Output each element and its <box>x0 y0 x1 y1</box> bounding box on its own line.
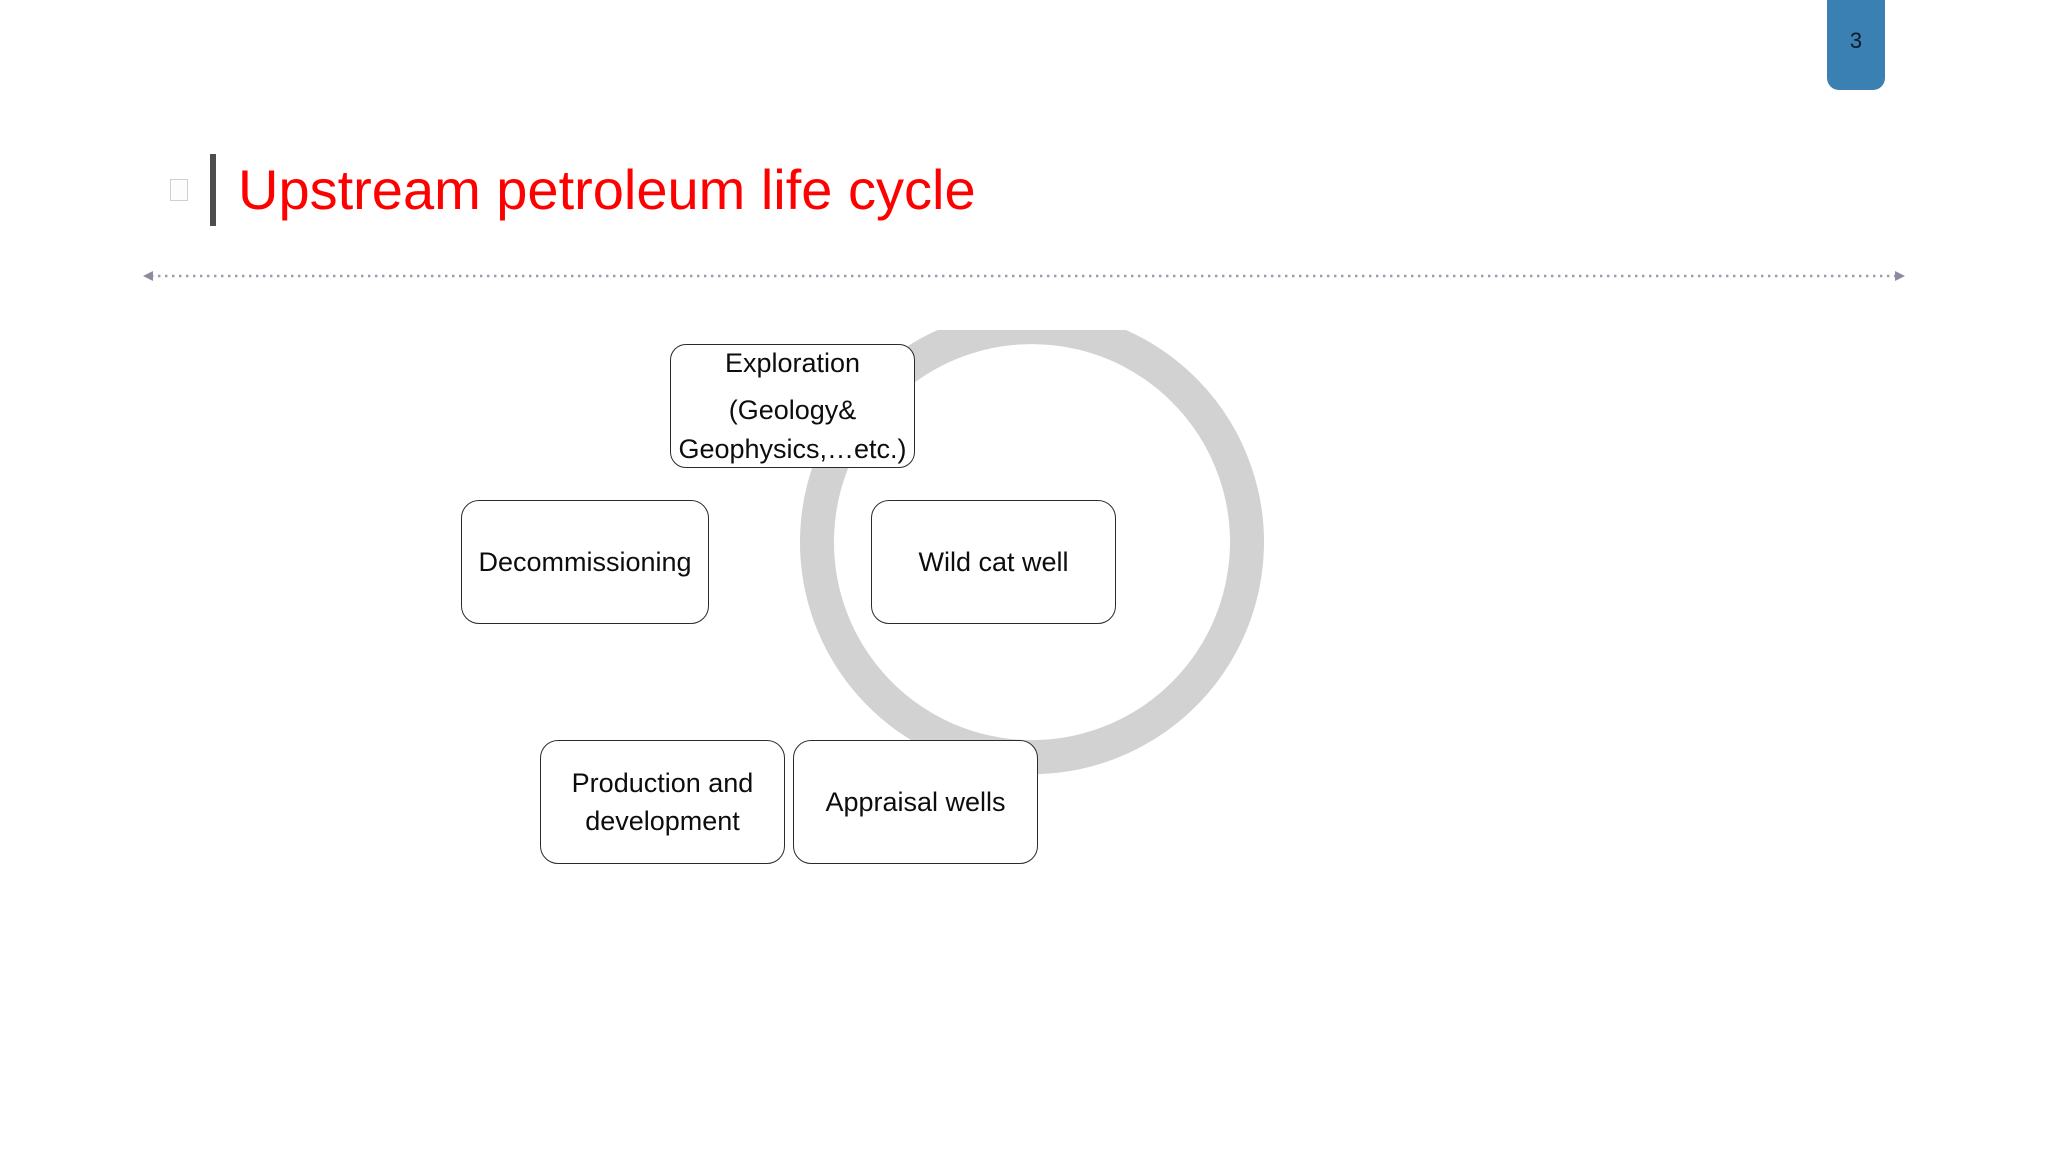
cycle-node-production-line-1: Production and <box>571 767 754 798</box>
missing-glyph-icon <box>170 179 188 201</box>
divider-right-arrow-icon <box>1895 271 1905 281</box>
cycle-node-production-line-2: development <box>585 806 740 836</box>
cycle-node-exploration-line-2: (Geology& <box>728 395 857 426</box>
slide-title-row: Upstream petroleum life cycle <box>170 150 976 230</box>
cycle-node-decommissioning-label: Decommissioning <box>478 546 692 577</box>
cycle-node-exploration-line-1: Exploration <box>724 348 861 379</box>
life-cycle-diagram: Exploration (Geology& Geophysics,…etc.) … <box>461 330 1460 1050</box>
title-divider <box>143 271 1905 281</box>
cycle-node-decommissioning[interactable]: Decommissioning <box>461 500 709 624</box>
page-title: Upstream petroleum life cycle <box>238 158 976 221</box>
cycle-node-exploration-line-3: Geophysics,…etc.) <box>678 433 907 464</box>
page-number-text: 3 <box>1849 28 1863 53</box>
cycle-node-wild-cat-well-label: Wild cat well <box>918 546 1069 577</box>
title-accent-bar <box>210 154 216 226</box>
divider-left-arrow-icon <box>143 271 153 281</box>
cycle-ring-arc <box>799 330 1264 775</box>
page-number-badge: 3 <box>1827 0 1885 90</box>
cycle-node-exploration[interactable]: Exploration (Geology& Geophysics,…etc.) <box>670 344 915 468</box>
cycle-node-wild-cat-well[interactable]: Wild cat well <box>871 500 1116 624</box>
cycle-node-appraisal-wells-label: Appraisal wells <box>825 786 1006 817</box>
cycle-node-appraisal-wells[interactable]: Appraisal wells <box>793 740 1038 864</box>
cycle-node-production-and-development[interactable]: Production and development <box>540 740 785 864</box>
